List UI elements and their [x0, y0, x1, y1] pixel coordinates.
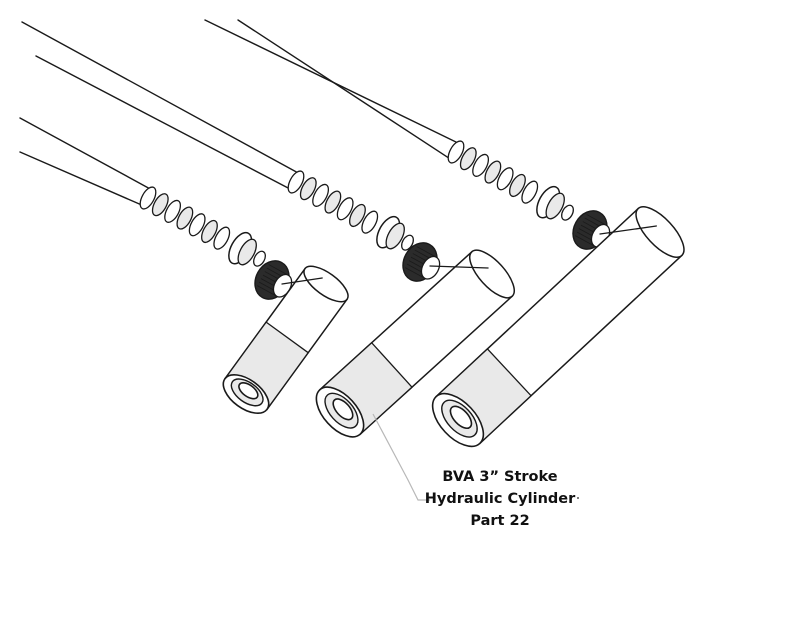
callout-line-2: Hydraulic Cylinder: [424, 491, 576, 507]
callout-leader-line: [372, 413, 430, 501]
cylinder-assemblies: [19, 19, 685, 448]
knurled-knob-icon: [254, 260, 293, 300]
cylinder-assembly-right: [204, 19, 685, 448]
knurled-knob-icon: [572, 210, 611, 250]
cylinder-assembly-middle: [21, 21, 515, 438]
callout-label: BVA 3” Stroke Hydraulic Cylinder Part 22: [405, 466, 595, 532]
hydraulic-cylinder-body: [315, 249, 515, 438]
hydraulic-cylinder-body: [222, 265, 349, 414]
callout-dot: [577, 497, 579, 499]
callout-line-1: BVA 3” Stroke: [442, 469, 558, 485]
knurled-knob-icon: [402, 242, 441, 282]
cylinder-assembly-left: [19, 117, 349, 414]
hydraulic-cylinder-body: [431, 206, 685, 448]
callout-line-3: Part 22: [470, 513, 530, 529]
